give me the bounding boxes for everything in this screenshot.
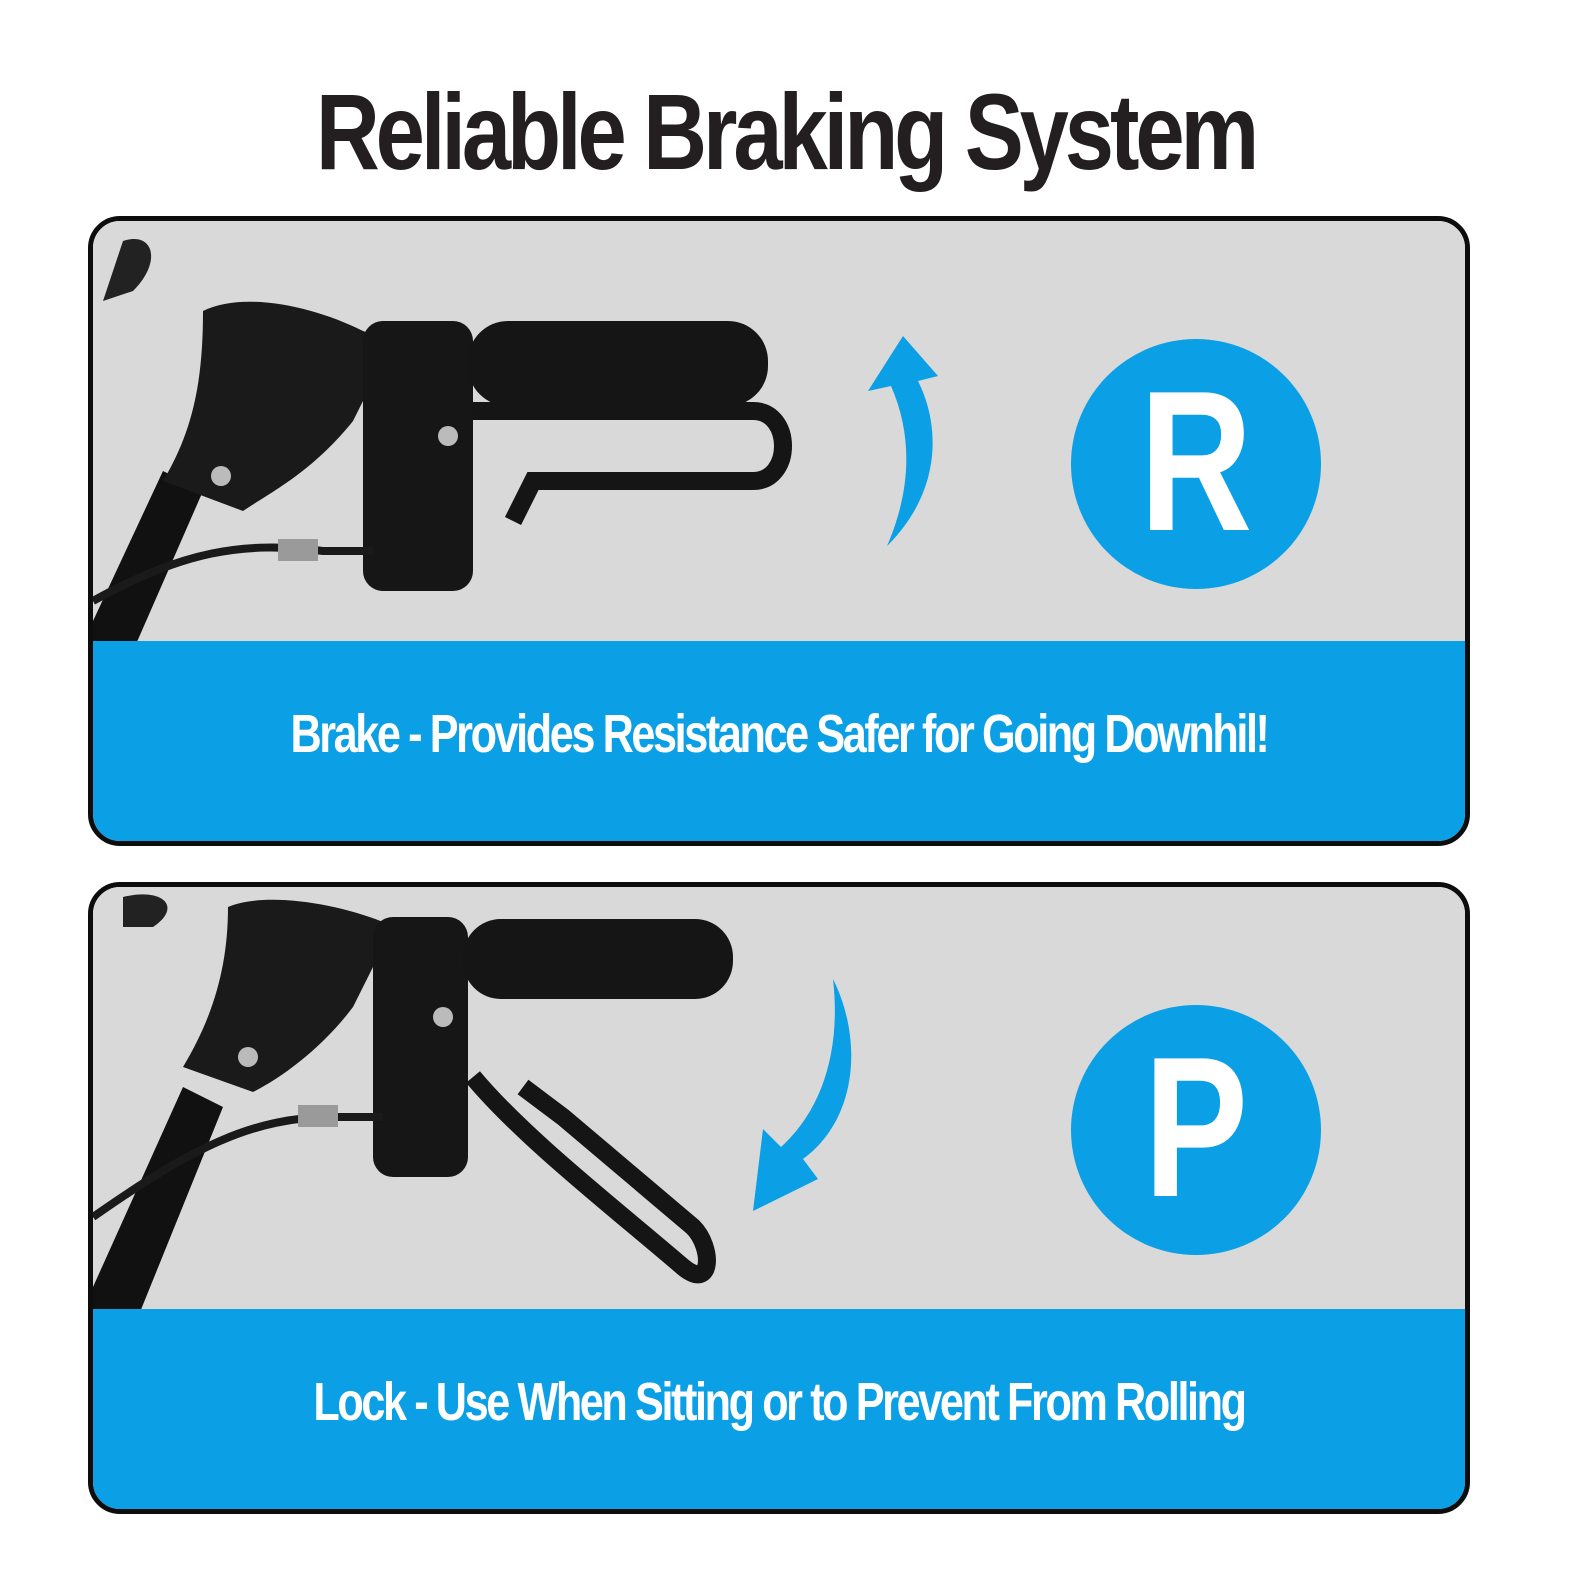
badge-p-letter: P (1143, 1016, 1249, 1239)
badge-r-letter: R (1139, 350, 1253, 573)
caption-band: Brake - Provides Resistance Safer for Go… (93, 641, 1465, 841)
page-title: Reliable Braking System (315, 71, 1259, 192)
arrow-down-icon (753, 979, 852, 1211)
arrow-up-icon (868, 336, 938, 546)
lock-caption: Lock - Use When Sitting or to Prevent Fr… (313, 1372, 1247, 1432)
badge-r: R (1071, 339, 1321, 589)
caption-band: Lock - Use When Sitting or to Prevent Fr… (93, 1309, 1465, 1509)
lock-panel: P Lock - Use When Sitting or to Prevent … (88, 882, 1470, 1514)
brake-panel: R Brake - Provides Resistance Safer for … (88, 216, 1470, 846)
badge-p: P (1071, 1005, 1321, 1255)
brake-caption: Brake - Provides Resistance Safer for Go… (290, 704, 1269, 764)
handle-lock-photo (93, 887, 1465, 1317)
